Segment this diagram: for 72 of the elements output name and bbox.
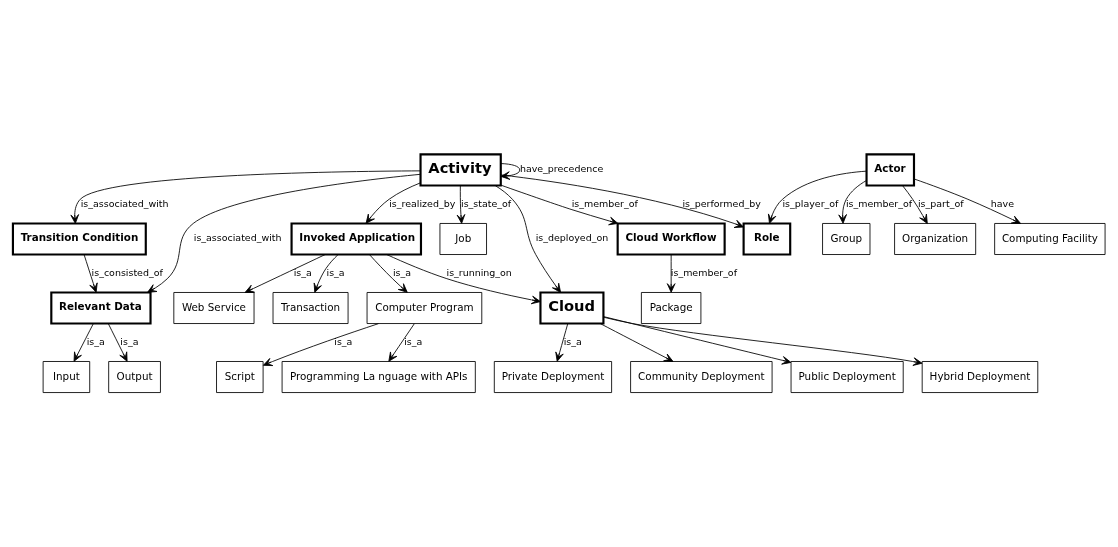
edge-label: is_realized_by — [389, 197, 456, 209]
edge-label: is_performed_by — [682, 197, 761, 209]
arrow — [902, 185, 928, 224]
edge-label: is_part_of — [917, 197, 964, 209]
node-box: Computing Facility — [994, 223, 1106, 255]
arrow — [313, 254, 339, 293]
node-box: Private Deployment — [493, 361, 613, 393]
arrow — [500, 174, 744, 228]
edge-label: is_a — [563, 335, 582, 347]
node-box: Web Service — [173, 292, 255, 324]
edge-label: is_a — [326, 266, 345, 278]
edge-label: have_precedence — [519, 163, 604, 175]
edge-label: is_member_of — [845, 197, 913, 209]
edge-label: is_member_of — [571, 197, 638, 209]
arrow — [603, 316, 923, 366]
node-box: Cloud Workflow — [616, 222, 726, 256]
arrow — [147, 173, 421, 293]
node-box: Role — [742, 222, 792, 256]
edge-label: is_a — [86, 335, 105, 347]
arrow — [368, 254, 408, 293]
edge-label: is_a — [120, 335, 139, 347]
arrow — [838, 180, 867, 224]
node-box: Activity — [419, 153, 502, 187]
node-box: Organization — [894, 223, 977, 255]
arrow — [107, 323, 128, 362]
arrow — [666, 254, 676, 293]
arrow — [494, 185, 562, 293]
edge-label: is_a — [404, 335, 423, 347]
node-box: Script — [216, 361, 264, 393]
edge-label: have — [990, 197, 1015, 209]
edge-label: is_state_of — [461, 197, 512, 209]
arrow — [70, 170, 421, 224]
node-box: Package — [640, 292, 702, 324]
node-box: Programming La nguage with APIs — [281, 361, 476, 393]
arrow — [500, 184, 619, 226]
edge-label: is_running_on — [446, 266, 512, 278]
node-box: Relevant Data — [50, 291, 152, 325]
edge-label: is_a — [392, 266, 412, 278]
edge-label: is_player_of — [782, 197, 839, 209]
node-box: Actor — [865, 153, 916, 187]
edge-label: is_associated_with — [80, 197, 169, 209]
arrow — [388, 323, 415, 362]
node-box: Community Deployment — [630, 361, 773, 393]
arrow — [603, 316, 792, 365]
node-box: Group — [822, 223, 871, 255]
node-box: Transition Condition — [11, 222, 147, 256]
node-box: Input — [42, 361, 91, 393]
node-box: Output — [108, 361, 161, 393]
arrow — [913, 178, 1021, 224]
arrow — [244, 254, 326, 293]
arrow — [555, 323, 569, 362]
arrow — [83, 254, 98, 293]
arrow — [73, 323, 94, 362]
edge-label: is_a — [293, 266, 312, 278]
arrow — [386, 254, 541, 305]
arrow — [599, 323, 674, 362]
node-box: Computer Program — [366, 292, 483, 324]
node-box: Public Deployment — [790, 361, 904, 393]
node-box: Hybrid Deployment — [921, 361, 1039, 393]
edge-label: is_a — [334, 335, 353, 347]
edge-label: is_consisted_of — [91, 266, 163, 278]
node-box: Invoked Application — [290, 222, 423, 256]
arrow — [365, 182, 421, 224]
arrow — [456, 185, 466, 224]
edge-label: is_deployed_on — [535, 232, 609, 244]
node-box: Job — [439, 223, 487, 255]
arrow — [262, 323, 379, 366]
edge-label: is_associated_with — [193, 232, 282, 244]
node-box: Transaction — [272, 292, 349, 324]
node-box: Cloud — [539, 291, 605, 325]
arrow — [768, 170, 867, 224]
arrow — [500, 163, 521, 180]
